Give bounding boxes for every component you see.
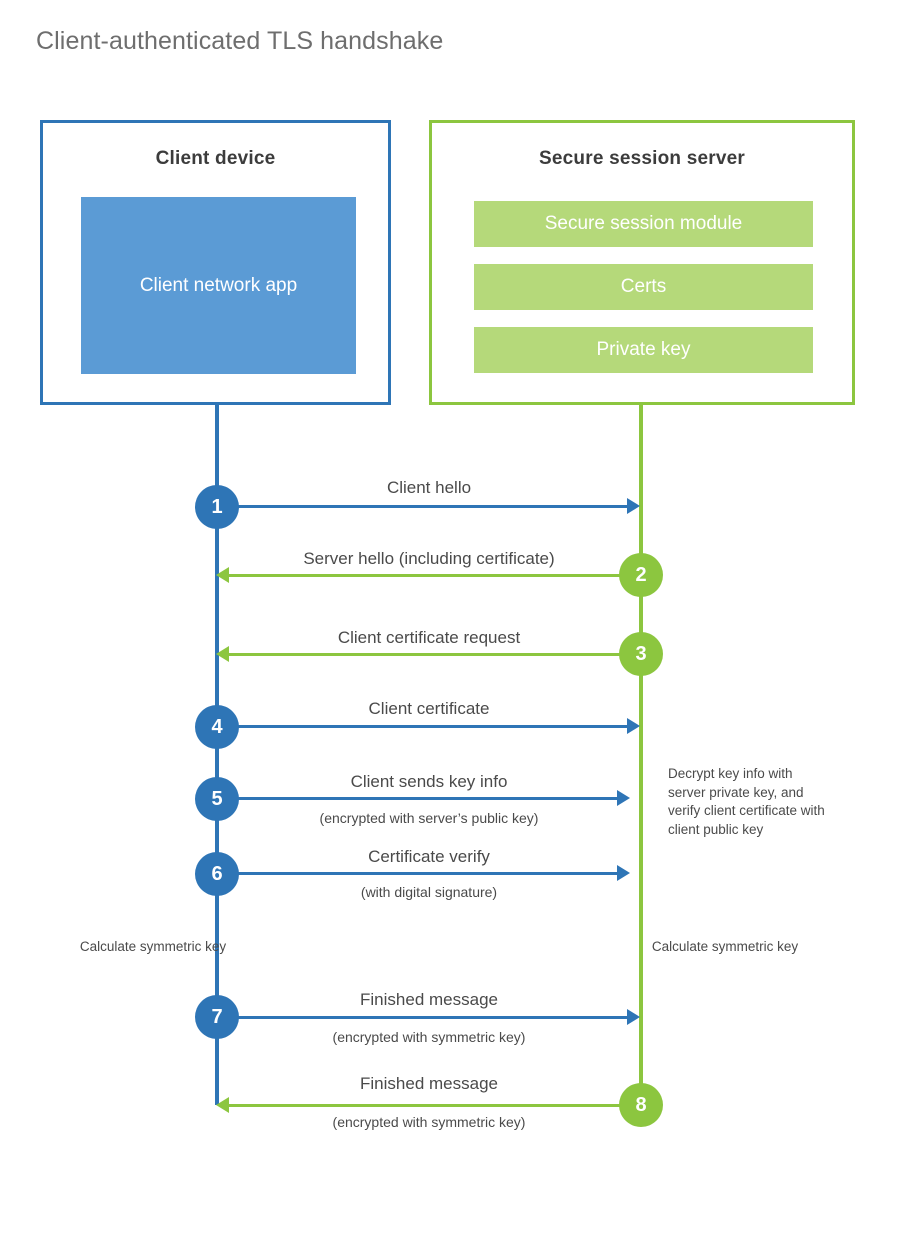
server-block-certs: Certs	[474, 264, 813, 310]
step-8-arrow-line	[229, 1104, 641, 1107]
step-4-number-badge: 4	[195, 705, 239, 749]
step-7-label: Finished message	[360, 990, 498, 1009]
step-4-label: Client certificate	[368, 699, 490, 718]
client-device-title: Client device	[155, 148, 276, 169]
step-7-sublabel: (encrypted with symmetric key)	[332, 1029, 526, 1045]
step-8-label: Finished message	[360, 1074, 498, 1093]
client-calculate-symmetric-key-note: Calculate symmetric key	[79, 939, 227, 954]
server-block-secure-session-module: Secure session module	[474, 201, 813, 247]
step-7-arrow-head-icon	[627, 1009, 640, 1025]
step-2-arrow-line	[229, 574, 641, 577]
step-5-sublabel: (encrypted with server’s public key)	[319, 810, 539, 826]
client-lifeline	[215, 405, 219, 1105]
step-6-number-badge: 6	[195, 852, 239, 896]
step-8-sublabel: (encrypted with symmetric key)	[332, 1114, 526, 1130]
step-6-arrow-line	[217, 872, 617, 875]
step-8-number-badge: 8	[619, 1083, 663, 1127]
step-1-label: Client hello	[386, 478, 472, 497]
step-2-arrow-head-icon	[216, 567, 229, 583]
server-decrypt-note: Decrypt key info with server private key…	[668, 766, 825, 837]
step-5-arrow-line	[217, 797, 617, 800]
step-3-arrow-line	[229, 653, 641, 656]
step-5-number-badge: 5	[195, 777, 239, 821]
server-calculate-symmetric-key-note: Calculate symmetric key	[651, 939, 799, 954]
step-6-arrow-head-icon	[617, 865, 630, 881]
step-3-number-badge: 3	[619, 632, 663, 676]
page-title: Client-authenticated TLS handshake	[36, 27, 444, 55]
server-block-private-key: Private key	[474, 327, 813, 373]
step-1-arrow-head-icon	[627, 498, 640, 514]
step-7-arrow-line	[217, 1016, 627, 1019]
client-network-app-block: Client network app	[81, 197, 356, 374]
step-6-label: Certificate verify	[368, 847, 490, 866]
step-2-label: Server hello (including certificate)	[303, 549, 555, 568]
step-5-label: Client sends key info	[350, 772, 508, 791]
step-2-number-badge: 2	[619, 553, 663, 597]
step-3-arrow-head-icon	[216, 646, 229, 662]
step-3-label: Client certificate request	[337, 628, 521, 647]
secure-session-server-title: Secure session server	[539, 148, 745, 169]
server-lifeline	[639, 405, 643, 1105]
client-device-box: Client device Client network app	[40, 120, 391, 405]
step-1-number-badge: 1	[195, 485, 239, 529]
step-5-arrow-head-icon	[617, 790, 630, 806]
step-4-arrow-head-icon	[627, 718, 640, 734]
step-7-number-badge: 7	[195, 995, 239, 1039]
step-1-arrow-line	[217, 505, 627, 508]
secure-session-server-box: Secure session server Secure session mod…	[429, 120, 855, 405]
step-8-arrow-head-icon	[216, 1097, 229, 1113]
step-4-arrow-line	[217, 725, 627, 728]
step-6-sublabel: (with digital signature)	[360, 884, 498, 900]
